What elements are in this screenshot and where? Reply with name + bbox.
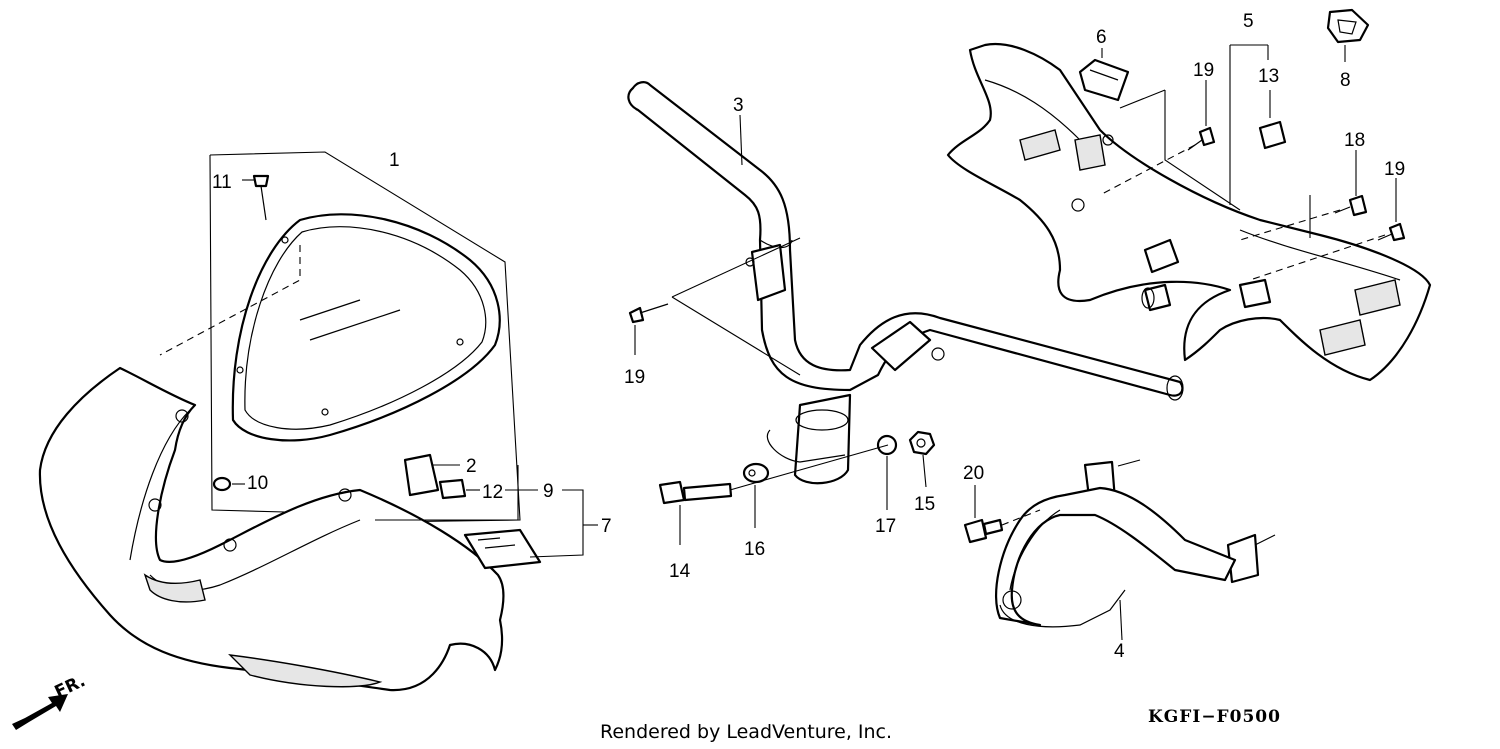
callout-4: 4: [1114, 641, 1125, 662]
diagram-code: KGFI−F0500: [1148, 707, 1281, 727]
callout-2: 2: [466, 456, 477, 477]
front-cover: [38, 366, 505, 692]
rear-cover-small-parts: [1078, 8, 1406, 242]
callout-15: 15: [914, 494, 935, 515]
handlebar-fasteners: [628, 303, 936, 545]
seal: [1258, 120, 1287, 150]
callout-17: 17: [875, 516, 896, 537]
emblem-parts: [375, 453, 598, 570]
callout-14: 14: [669, 561, 691, 582]
callout-12: 12: [482, 482, 503, 503]
front-direction-arrow-icon: FR.: [12, 671, 89, 730]
rear-grip: [963, 459, 1276, 641]
callout-19-center: 19: [1193, 60, 1214, 81]
callout-13: 13: [1258, 66, 1279, 87]
callout-19-right: 19: [1384, 159, 1405, 180]
callout-20: 20: [963, 463, 984, 484]
callout-11: 11: [212, 172, 232, 193]
callout-7: 7: [601, 516, 612, 537]
callout-3: 3: [733, 95, 744, 116]
windscreen: [231, 213, 501, 442]
callout-8: 8: [1340, 70, 1351, 91]
bolt: [658, 480, 686, 505]
callout-10: 10: [247, 473, 268, 494]
cover-lid: [1078, 58, 1130, 102]
callout-18: 18: [1344, 130, 1365, 151]
callout-labels: 1 2 3 4 5 6 7 8 9 10 11 12 13 14 15 16 1…: [212, 11, 1405, 662]
grommet: [212, 476, 232, 492]
callout-6: 6: [1096, 27, 1107, 48]
front-label: FR.: [52, 671, 89, 702]
callout-9: 9: [543, 481, 554, 502]
bolt-flange: [1348, 194, 1368, 217]
render-credit: Rendered by LeadVenture, Inc.: [600, 721, 892, 743]
emblem-block: [438, 478, 467, 500]
tapping-screw: [628, 306, 645, 324]
rear-handle-cover: [946, 42, 1432, 382]
handlebar: [627, 81, 1184, 485]
callout-5: 5: [1243, 11, 1254, 32]
emblem-pad: [403, 453, 440, 497]
callout-16: 16: [744, 539, 765, 560]
windscreen-screw: [252, 174, 270, 188]
nut: [908, 430, 936, 456]
screw-right: [1198, 126, 1216, 147]
callout-19-left: 19: [624, 367, 645, 388]
front-cover-assembly: [38, 151, 521, 692]
screw-far-right: [1388, 222, 1406, 242]
callout-1: 1: [389, 150, 400, 171]
collar: [742, 462, 770, 484]
grip-bolt: [963, 518, 988, 544]
clip: [1326, 8, 1370, 44]
